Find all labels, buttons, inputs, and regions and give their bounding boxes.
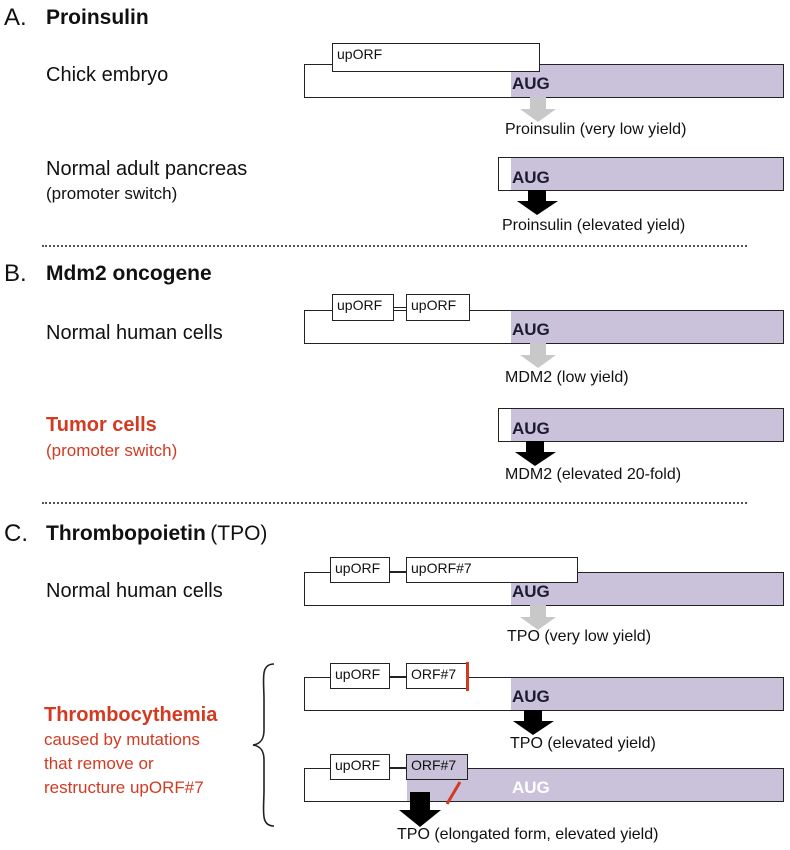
section-b-row2-aug: AUG [512,419,550,438]
section-c-row2-orf [511,678,783,710]
section-a-row2-orf [511,158,783,190]
section-a-row1-mrna [304,64,784,98]
section-c-row3-mutation-mark [445,781,462,805]
section-b-letter: B. [4,260,27,287]
section-b-row2-arrow [515,441,556,466]
section-c-title-rest: (TPO) [210,522,268,545]
section-c-row1-arrow [520,605,556,630]
section-c-row1-label: Normal human cells [46,580,223,602]
section-b-row1-label: Normal human cells [46,322,223,344]
section-a-row1-arrow [520,97,556,122]
section-c-row3-link [388,767,408,768]
section-a-row1-orf [511,65,783,97]
section-b-row2-label: Tumor cells [46,414,157,436]
section-b-row1-aug: AUG [512,320,550,339]
divider-a-b [42,245,747,247]
section-c-row3-orf [407,769,783,801]
section-c-letter: C. [4,520,28,547]
section-a-row1-uporf-box: upORF [332,43,540,72]
section-c-title: Thrombopoietin [46,522,206,545]
section-c-row2-aug: AUG [512,687,550,706]
section-c-row2-outcome: TPO (elevated yield) [510,735,656,752]
section-c-row2-orf7-box: ORF#7 [406,663,468,689]
section-a-row2-aug: AUG [512,168,550,187]
section-c-row2-mutation-mark [466,662,469,691]
section-c-row3-orf7-box: ORF#7 [406,754,468,780]
section-c-row1-aug: AUG [512,582,550,601]
section-a-row2-arrow [517,190,558,215]
curly-brace-icon [252,663,275,827]
section-b-row2-outcome: MDM2 (elevated 20-fold) [505,466,682,483]
section-c-row3-arrow [399,792,441,827]
section-b-row1-link [392,307,408,308]
section-c-row3-outcome: TPO (elongated form, elevated yield) [397,826,659,843]
section-b-row2-sub: (promoter switch) [46,441,178,460]
divider-b-c [42,502,747,504]
section-b-row2-orf [511,409,783,441]
section-a-row1-label: Chick embryo [46,64,169,86]
section-a-row2-outcome: Proinsulin (elevated yield) [502,217,686,234]
section-c-heading: Thrombopoietin (TPO) [46,522,267,546]
section-b-row1-orf [511,311,783,343]
section-b-title: Mdm2 oncogene [46,262,212,285]
section-c-row2-arrow [513,710,554,735]
section-b-row1-arrow [520,343,556,368]
section-c-row3-uporf-box: upORF [330,754,390,780]
section-b-row2-mrna [498,408,784,442]
section-a-row1-aug: AUG [512,74,550,93]
section-a-letter: A. [4,4,27,31]
section-c-row3-aug: AUG [512,778,550,797]
section-a-row1-outcome: Proinsulin (very low yield) [505,121,687,138]
section-c-disease-line2: that remove or [44,754,154,773]
section-b-row1-outcome: MDM2 (low yield) [505,369,629,386]
section-c-row2-uporf-box: upORF [330,663,390,689]
section-a-row2-label: Normal adult pancreas [46,158,248,180]
section-b-row1-uporf-box-1: upORF [332,294,394,321]
section-c-row1-link [388,571,408,572]
section-a-row2-mrna [498,157,784,191]
section-c-disease-line3: restructure upORF#7 [44,778,204,797]
section-c-row2-link [388,676,408,677]
section-c-disease-line1: caused by mutations [44,730,200,749]
section-c-disease-title: Thrombocythemia [44,704,218,726]
section-c-row1-uporf-box: upORF [330,557,390,583]
section-a-row2-sub: (promoter switch) [46,184,178,203]
section-a-title: Proinsulin [46,6,149,29]
section-b-row1-uporf-box-2: upORF [406,294,470,321]
section-c-row1-outcome: TPO (very low yield) [507,628,652,645]
section-c-row1-uporf7-box: upORF#7 [406,557,578,583]
